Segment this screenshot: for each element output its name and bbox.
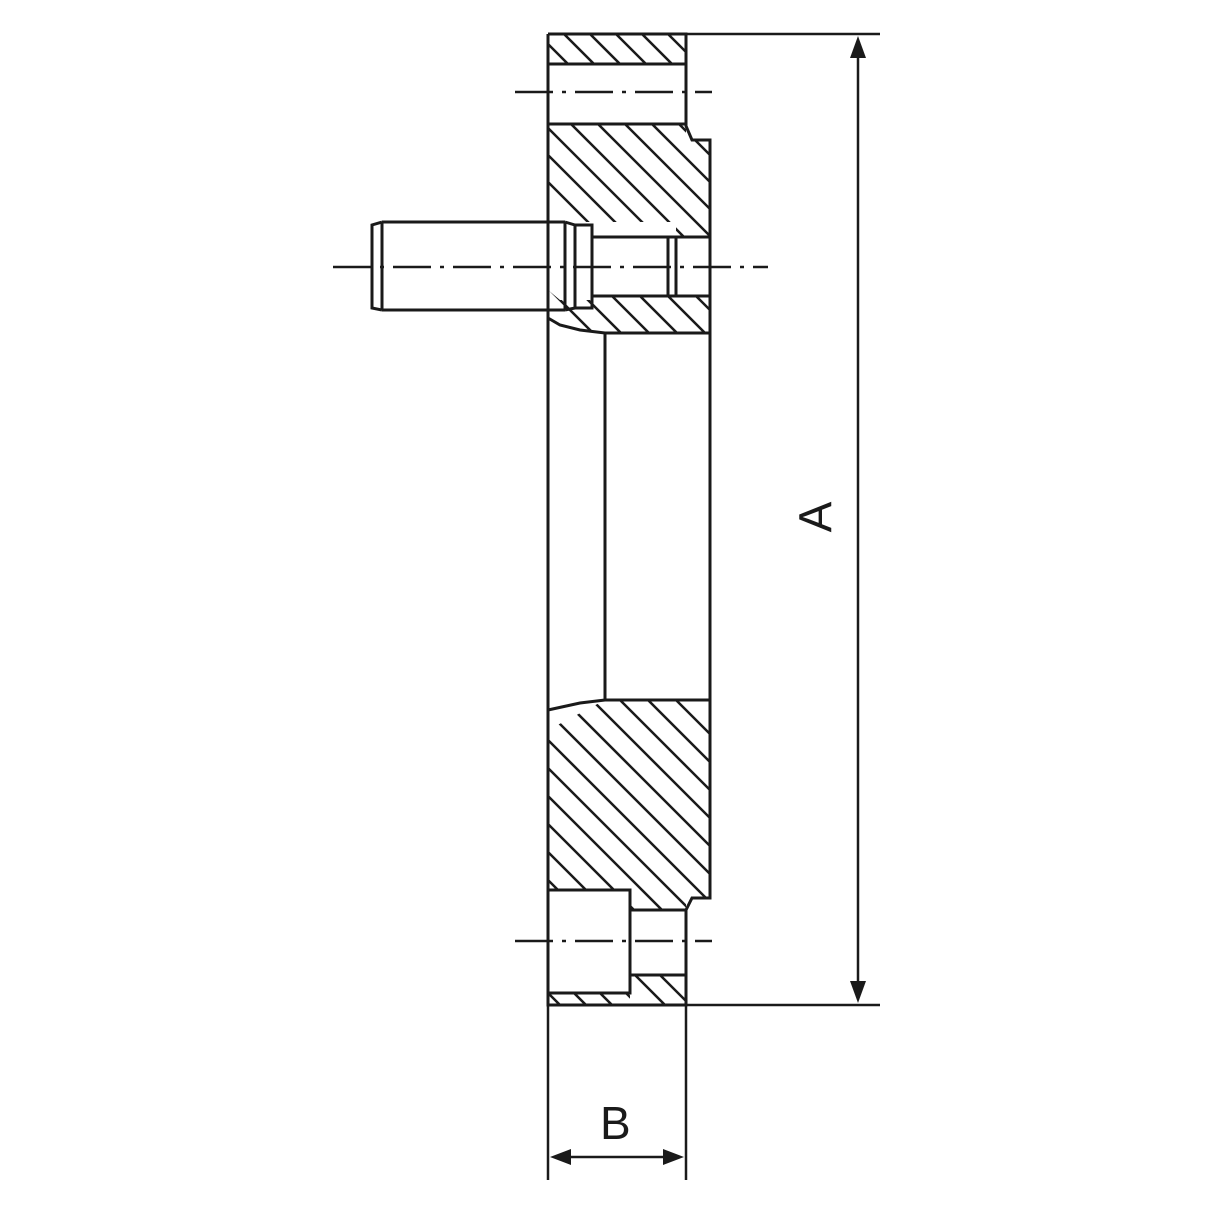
dimension-a-label: A [789, 501, 842, 533]
part-outline [546, 32, 712, 1007]
hatch-upper-body [548, 124, 710, 237]
hatch-lower-body [548, 700, 710, 910]
arrow-left-icon [550, 1149, 571, 1165]
hatch-bottom-right [633, 975, 686, 1005]
arrow-down-icon [850, 981, 866, 1003]
hatch-bottom-strip [548, 993, 630, 1005]
center-lines [333, 90, 768, 943]
hatch-top-segment [548, 34, 686, 64]
dimension-b-label: B [600, 1097, 631, 1149]
dimension-b [546, 1005, 688, 1180]
dimension-a [686, 32, 880, 1007]
arrow-right-icon [663, 1149, 684, 1165]
arrow-up-icon [850, 36, 866, 58]
